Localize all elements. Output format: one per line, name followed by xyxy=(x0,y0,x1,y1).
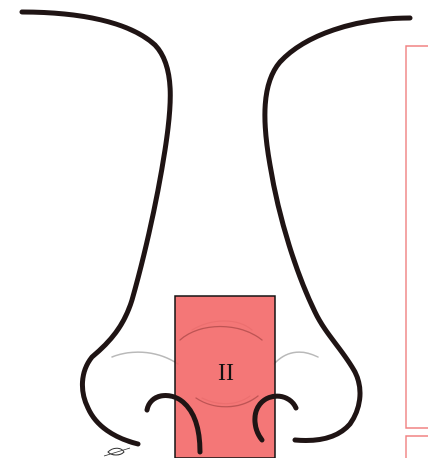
right-nasal-contour xyxy=(265,18,410,440)
artist-signature xyxy=(104,448,130,456)
right-alar-crease xyxy=(274,352,318,364)
side-panel-outline xyxy=(406,46,428,458)
left-nasal-contour xyxy=(22,12,170,444)
left-alar-crease xyxy=(112,352,178,364)
zone-label: II xyxy=(218,360,234,386)
